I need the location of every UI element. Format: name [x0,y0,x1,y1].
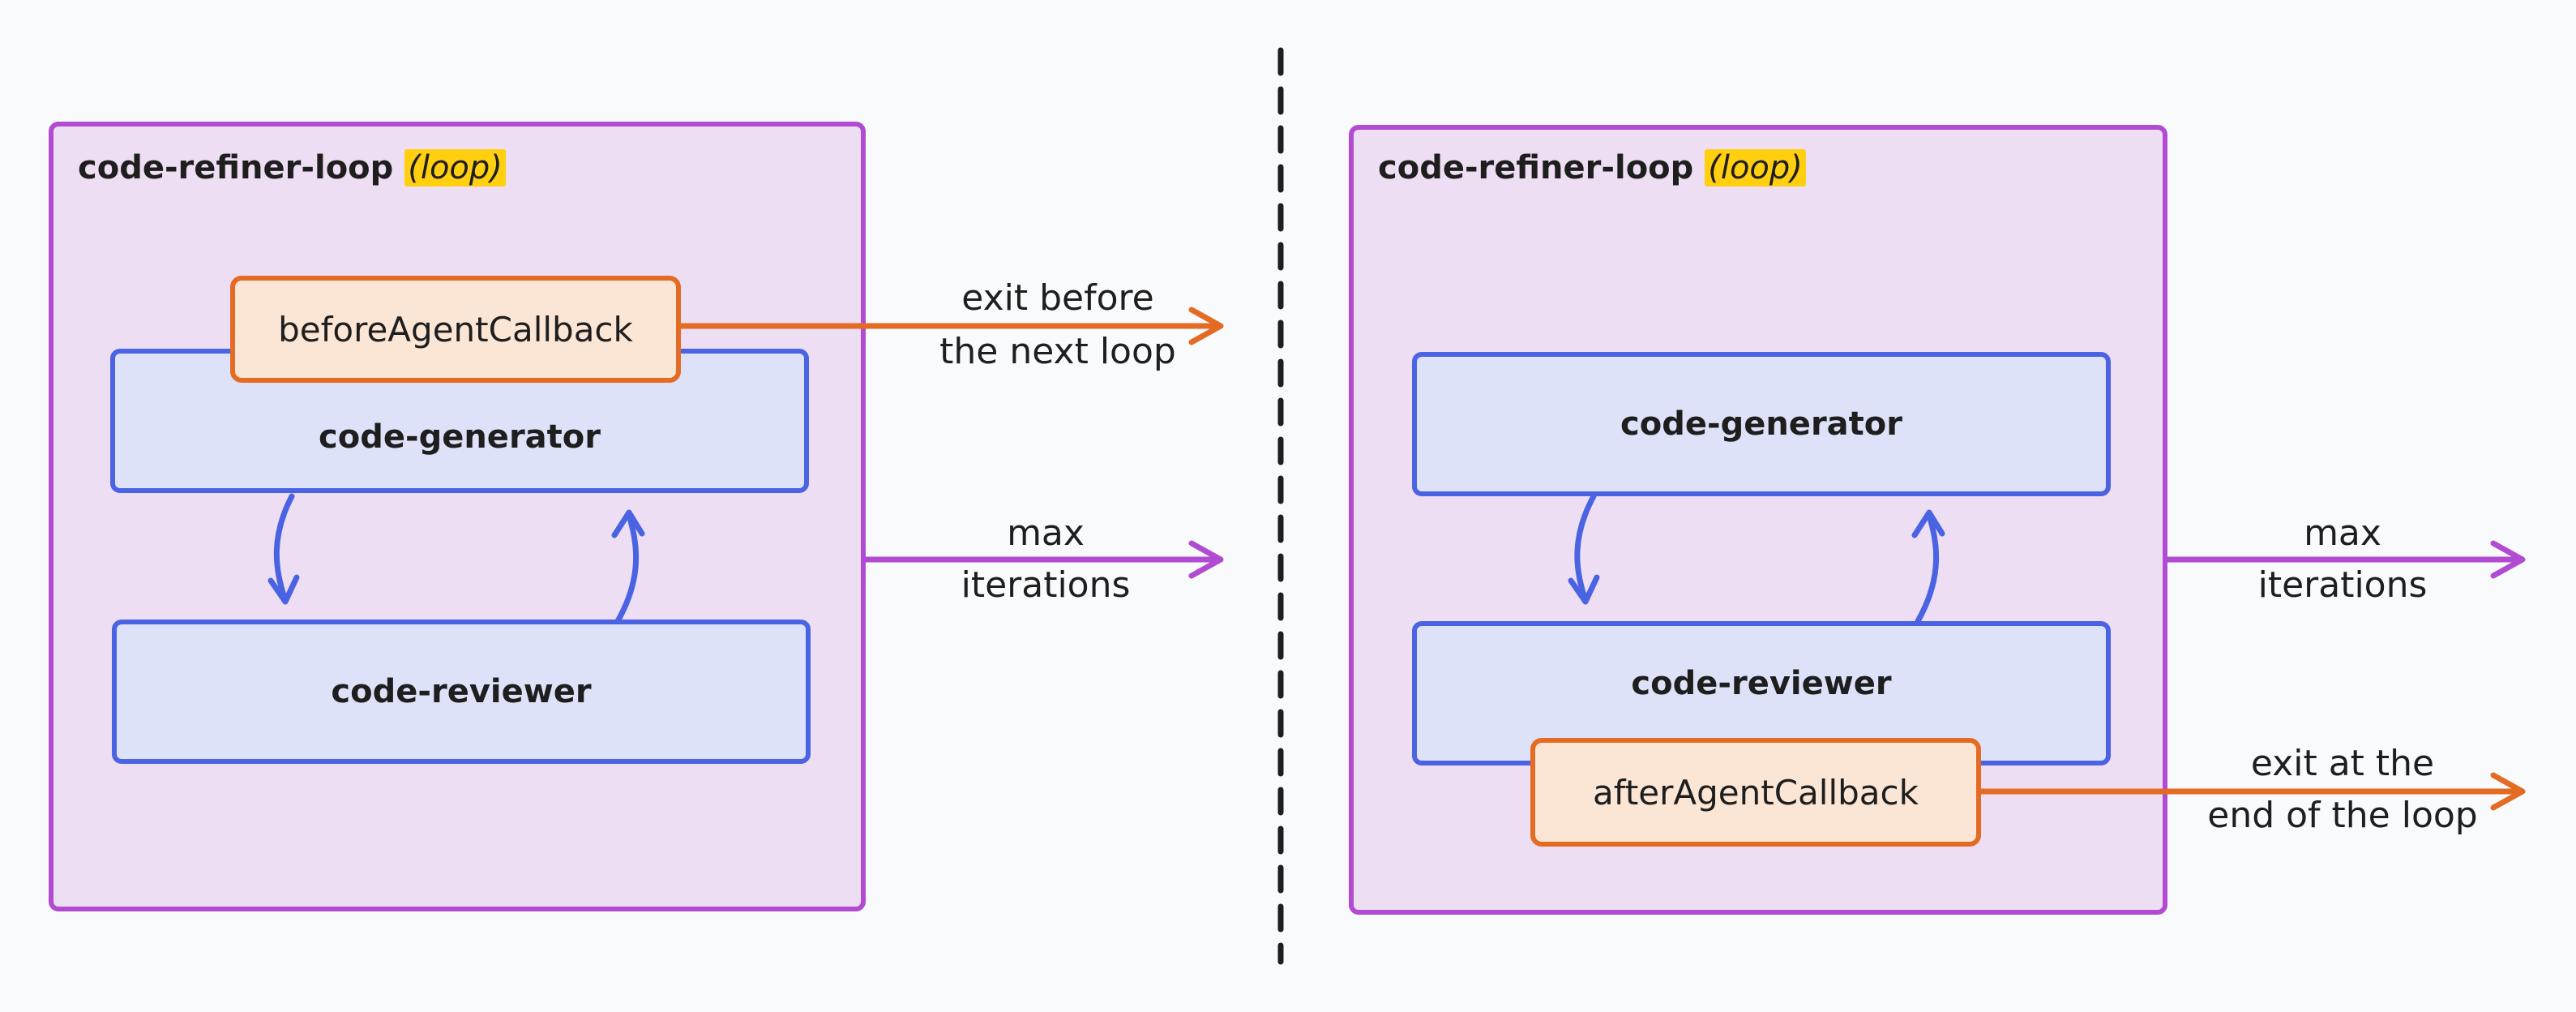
left-max-iterations-arrow [862,540,1224,579]
right-max-iterations-arrow [2164,540,2526,579]
right-reviewer-to-generator-arrow [1911,509,1945,624]
left-exit-label: exit before the next loop [892,272,1224,378]
right-loop-tag: (loop) [1705,149,1806,187]
right-loop-title-text: code-refiner-loop [1378,149,1694,187]
right-loop-title: code-refiner-loop (loop) [1378,149,1806,187]
right-code-generator-label: code-generator [1620,405,1902,443]
left-max-label-line1: max [1007,512,1085,554]
right-max-label-line2: iterations [2257,564,2428,606]
right-code-reviewer-label: code-reviewer [1631,665,1892,702]
left-code-reviewer-label: code-reviewer [331,673,592,710]
right-exit-label-line2: end of the loop [2207,795,2478,836]
left-reviewer-to-generator-arrow [611,509,645,624]
left-loop-title: code-refiner-loop (loop) [78,149,506,187]
right-exit-label-line1: exit at the [2250,743,2435,784]
right-generator-to-reviewer-arrow [1568,493,1600,605]
left-loop-title-text: code-refiner-loop [78,149,394,187]
left-code-reviewer-box: code-reviewer [112,620,811,764]
right-exit-label: exit at the end of the loop [2172,738,2513,842]
left-before-agent-callback-box: beforeAgentCallback [230,276,681,383]
left-exit-label-line2: the next loop [939,331,1176,372]
right-code-generator-box: code-generator [1412,352,2111,496]
left-loop-tag: (loop) [404,149,506,187]
left-code-generator-label: code-generator [319,418,601,456]
left-exit-arrow [678,307,1224,345]
right-exit-arrow [1978,772,2526,811]
left-before-agent-callback-label: beforeAgentCallback [278,309,633,349]
left-max-iterations-label: max iterations [892,508,1200,611]
right-after-agent-callback-label: afterAgentCallback [1593,772,1919,813]
left-loop-container [49,122,866,911]
right-max-iterations-label: max iterations [2189,508,2497,611]
right-after-agent-callback-box: afterAgentCallback [1530,738,1981,847]
left-exit-label-line1: exit before [961,277,1154,319]
right-max-label-line1: max [2304,512,2381,554]
left-max-label-line2: iterations [961,564,1131,606]
left-generator-to-reviewer-arrow [267,493,300,605]
